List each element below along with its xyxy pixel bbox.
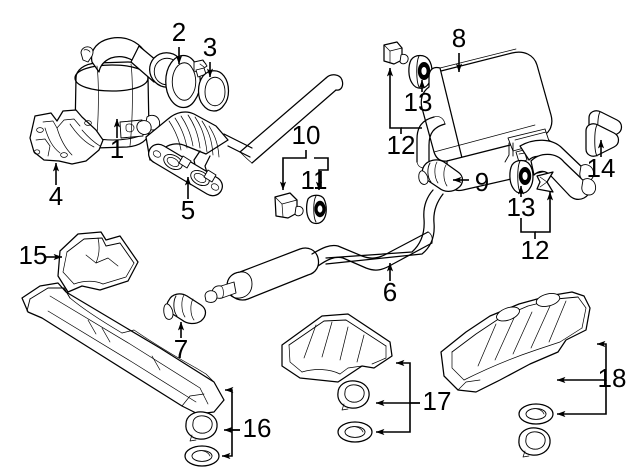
part-rubber-insulator-lower bbox=[509, 159, 534, 194]
callout-7: 7 bbox=[174, 334, 188, 364]
part-center-shield-clip bbox=[337, 380, 370, 411]
part-rear-shield-clip bbox=[518, 427, 551, 458]
callout-3: 3 bbox=[203, 32, 217, 62]
part-hanger-bracket-upper bbox=[383, 41, 409, 65]
part-front-exhaust-pipe bbox=[239, 74, 344, 164]
part-exhaust-hanger-fitting bbox=[418, 159, 464, 192]
part-rear-heat-shield bbox=[440, 291, 591, 393]
callout-numbers: 1 2 3 4 5 6 7 8 9 10 11 12 13 12 13 14 1… bbox=[19, 17, 627, 443]
part-pipe-coupling-sleeve bbox=[163, 293, 207, 325]
callout-9: 9 bbox=[475, 167, 489, 197]
part-converter-bracket bbox=[29, 109, 104, 165]
part-hanger-bracket-lower bbox=[536, 171, 554, 193]
part-front-shield-washer bbox=[184, 445, 220, 467]
part-center-shield-washer bbox=[337, 421, 373, 443]
callout-17: 17 bbox=[423, 386, 452, 416]
callout-13-lower: 13 bbox=[507, 192, 536, 222]
callout-5: 5 bbox=[181, 195, 195, 225]
part-seal-ring bbox=[197, 70, 230, 112]
callout-12-upper: 12 bbox=[387, 130, 416, 160]
callout-1: 1 bbox=[110, 134, 124, 164]
part-muffler-inlet-pipe bbox=[416, 116, 446, 169]
part-upper-heat-shield bbox=[57, 231, 139, 293]
part-front-heat-shield bbox=[21, 282, 225, 415]
part-rear-shield-washer bbox=[518, 403, 554, 425]
callout-2: 2 bbox=[172, 17, 186, 47]
leader-lines bbox=[46, 47, 607, 460]
callout-15: 15 bbox=[19, 240, 48, 270]
callout-12-lower: 12 bbox=[521, 235, 550, 265]
callout-8: 8 bbox=[452, 23, 466, 53]
callout-4: 4 bbox=[49, 181, 63, 211]
part-resonator-pipe bbox=[204, 231, 433, 303]
part-pipe-clamp bbox=[165, 54, 208, 109]
callout-14: 14 bbox=[587, 153, 616, 183]
part-rear-muffler bbox=[420, 48, 597, 200]
callout-11: 11 bbox=[301, 165, 328, 195]
callout-10: 10 bbox=[292, 120, 321, 150]
part-rear-connecting-pipe bbox=[325, 189, 444, 265]
callout-13-upper: 13 bbox=[404, 87, 433, 117]
part-rubber-hanger-grommet bbox=[306, 194, 327, 225]
callout-18: 18 bbox=[598, 363, 627, 393]
part-flange-gasket bbox=[148, 143, 223, 197]
part-catalytic-converter bbox=[61, 37, 185, 149]
part-center-heat-shield bbox=[281, 313, 393, 383]
part-rubber-insulator-upper bbox=[408, 54, 433, 89]
callout-16: 16 bbox=[243, 413, 272, 443]
part-hanger-bracket-block bbox=[274, 192, 304, 219]
callout-6: 6 bbox=[383, 277, 397, 307]
part-tailpipe-tip bbox=[585, 110, 623, 157]
part-front-shield-clip bbox=[185, 411, 218, 442]
